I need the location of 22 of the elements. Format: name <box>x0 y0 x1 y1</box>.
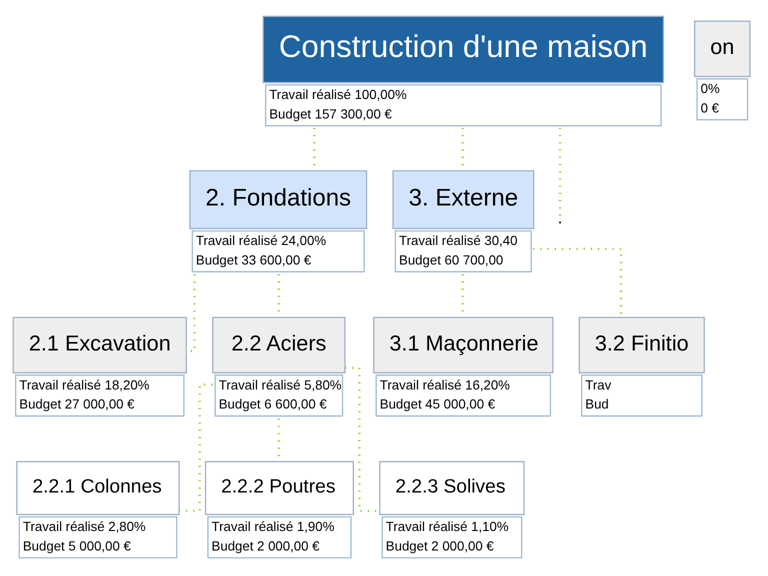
node-label: 0% <box>700 81 720 96</box>
node-label: Travail réalisé 16,20% <box>380 377 510 392</box>
node-label: Budget 157 300,00 € <box>269 106 392 122</box>
node-label: Budget 5 000,00 € <box>22 538 131 554</box>
node-label: Travail réalisé 100,00% <box>269 87 407 102</box>
node-label: Travail réalisé 2,80% <box>22 519 146 534</box>
node-label: Budget 27 000,00 € <box>19 396 135 412</box>
node-label: 0 € <box>700 100 720 116</box>
node-label: Budget 2 000,00 € <box>386 538 494 554</box>
node-label: Bud <box>585 396 609 412</box>
node-label: Travail réalisé 5,80% <box>218 377 342 392</box>
node-label: Travail réalisé 30,40 <box>399 233 518 248</box>
node-label: Travail réalisé 24,00% <box>196 233 326 248</box>
node-label: Travail réalisé 18,20% <box>19 377 150 392</box>
node-label: Travail réalisé 1,10% <box>386 519 509 534</box>
node-label: Travail réalisé 1,90% <box>212 519 334 534</box>
node-label: Budget 6 600,00 € <box>218 396 327 412</box>
node-label: Budget 33 600,00 € <box>196 252 312 268</box>
node-label: Budget 2 000,00 € <box>212 538 320 554</box>
node-label: Budget 45 000,00 € <box>380 396 496 412</box>
node-label: Trav <box>585 377 612 392</box>
node-label: Budget 60 700,00 <box>399 252 504 268</box>
